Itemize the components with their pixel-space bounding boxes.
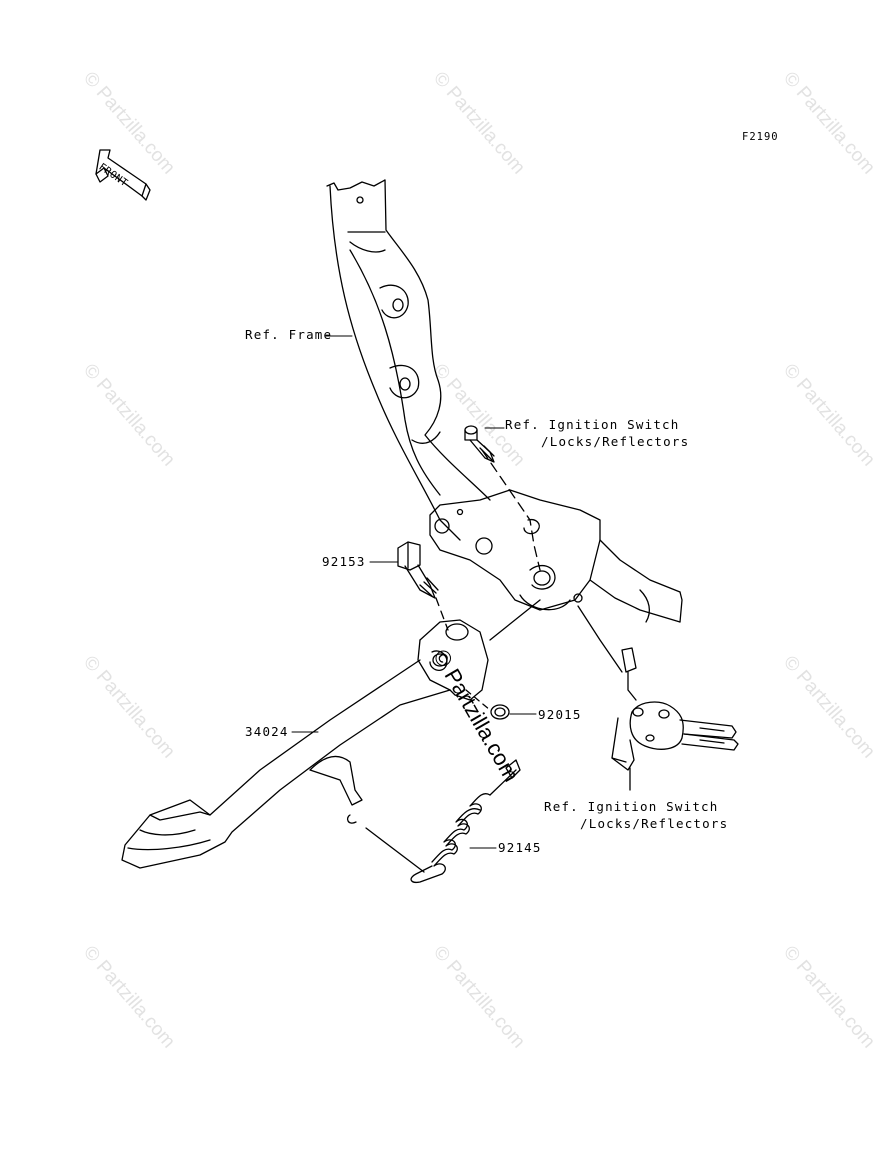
label-part-34024: 34024 xyxy=(245,724,289,739)
label-ref-frame: Ref. Frame xyxy=(245,327,333,342)
label-part-92015: 92015 xyxy=(538,707,582,722)
label-part-92153: 92153 xyxy=(322,554,366,569)
bolt-92153 xyxy=(397,541,439,599)
leader-lines xyxy=(291,335,537,849)
label-ref-ignition-bottom-1: Ref. Ignition Switch xyxy=(544,799,719,814)
label-part-92145: 92145 xyxy=(498,840,542,855)
side-stand-34024 xyxy=(121,619,489,869)
ignition-bolt-top xyxy=(464,425,495,463)
ignition-switch-assembly xyxy=(577,605,739,791)
stand-bracket xyxy=(429,489,683,623)
spring-92145 xyxy=(365,759,521,884)
diagram-code: F2190 xyxy=(742,131,779,143)
label-ref-ignition-top-2: /Locks/Reflectors xyxy=(541,434,690,449)
label-ref-ignition-top-1: Ref. Ignition Switch xyxy=(505,417,680,432)
ring-92015 xyxy=(465,689,510,720)
frame-tube xyxy=(326,179,491,541)
front-arrow-icon xyxy=(95,149,151,201)
label-ref-ignition-bottom-2: /Locks/Reflectors xyxy=(580,816,729,831)
